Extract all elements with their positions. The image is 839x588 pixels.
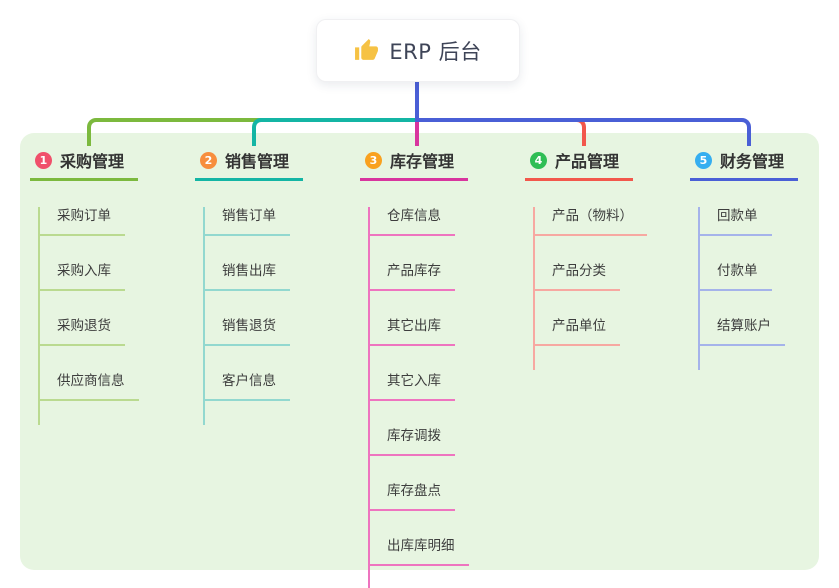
node-stock-count[interactable]: 库存盘点 bbox=[368, 482, 455, 511]
root-node[interactable]: ERP 后台 bbox=[316, 19, 520, 82]
branch-vertical-line bbox=[698, 207, 700, 370]
topic-label: 库存管理 bbox=[390, 152, 455, 171]
connector-inventory bbox=[415, 118, 419, 146]
badge-2: 2 bbox=[200, 151, 217, 169]
node-product-material[interactable]: 产品（物料） bbox=[533, 207, 647, 236]
topic-inventory[interactable]: 3 库存管理 bbox=[360, 146, 468, 181]
node-stock-transfer[interactable]: 库存调拨 bbox=[368, 427, 455, 456]
node-purchase-inbound[interactable]: 采购入库 bbox=[38, 262, 125, 291]
node-product-stock[interactable]: 产品库存 bbox=[368, 262, 455, 291]
connector-purchase bbox=[87, 118, 417, 146]
node-sales-return[interactable]: 销售退货 bbox=[203, 317, 290, 346]
branch-purchase: 1 采购管理 采购订单 采购入库 采购退货 供应商信息 bbox=[30, 146, 180, 425]
branch-sales: 2 销售管理 销售订单 销售出库 销售退货 客户信息 bbox=[195, 146, 345, 425]
topic-label: 销售管理 bbox=[225, 152, 290, 171]
node-receipt-bill[interactable]: 回款单 bbox=[698, 207, 772, 236]
connector-finance bbox=[417, 118, 751, 146]
topic-finance[interactable]: 5 财务管理 bbox=[690, 146, 798, 181]
node-settlement-account[interactable]: 结算账户 bbox=[698, 317, 785, 346]
root-title: ERP 后台 bbox=[389, 39, 482, 64]
branch-vertical-line bbox=[533, 207, 535, 370]
branch-vertical-line bbox=[203, 207, 205, 425]
badge-4: 4 bbox=[530, 151, 547, 169]
branch-inventory: 3 库存管理 仓库信息 产品库存 其它出库 其它入库 库存调拨 库存盘点 出库库… bbox=[360, 146, 510, 588]
root-connector-line bbox=[415, 81, 419, 122]
node-other-outbound[interactable]: 其它出库 bbox=[368, 317, 455, 346]
branch-vertical-line bbox=[38, 207, 40, 425]
node-sales-outbound[interactable]: 销售出库 bbox=[203, 262, 290, 291]
node-purchase-return[interactable]: 采购退货 bbox=[38, 317, 125, 346]
node-warehouse-info[interactable]: 仓库信息 bbox=[368, 207, 455, 236]
thumbs-up-icon bbox=[355, 39, 379, 60]
node-payment-bill[interactable]: 付款单 bbox=[698, 262, 772, 291]
topic-sales[interactable]: 2 销售管理 bbox=[195, 146, 303, 181]
badge-5: 5 bbox=[695, 151, 712, 169]
mindmap-background-panel bbox=[20, 133, 819, 570]
branch-finance: 5 财务管理 回款单 付款单 结算账户 bbox=[690, 146, 839, 370]
node-customer-info[interactable]: 客户信息 bbox=[203, 372, 290, 401]
node-product-unit[interactable]: 产品单位 bbox=[533, 317, 620, 346]
topic-label: 采购管理 bbox=[60, 152, 125, 171]
topic-product[interactable]: 4 产品管理 bbox=[525, 146, 633, 181]
node-sales-order[interactable]: 销售订单 bbox=[203, 207, 290, 236]
node-outbound-detail[interactable]: 出库库明细 bbox=[368, 537, 469, 566]
node-purchase-order[interactable]: 采购订单 bbox=[38, 207, 125, 236]
topic-label: 财务管理 bbox=[720, 152, 785, 171]
branch-vertical-line bbox=[368, 207, 370, 588]
badge-3: 3 bbox=[365, 151, 382, 169]
node-other-inbound[interactable]: 其它入库 bbox=[368, 372, 455, 401]
topic-purchase[interactable]: 1 采购管理 bbox=[30, 146, 138, 181]
node-supplier-info[interactable]: 供应商信息 bbox=[38, 372, 139, 401]
node-product-category[interactable]: 产品分类 bbox=[533, 262, 620, 291]
badge-1: 1 bbox=[35, 151, 52, 169]
topic-label: 产品管理 bbox=[555, 152, 620, 171]
connector-sales bbox=[252, 118, 417, 146]
branch-product: 4 产品管理 产品（物料） 产品分类 产品单位 bbox=[525, 146, 675, 370]
